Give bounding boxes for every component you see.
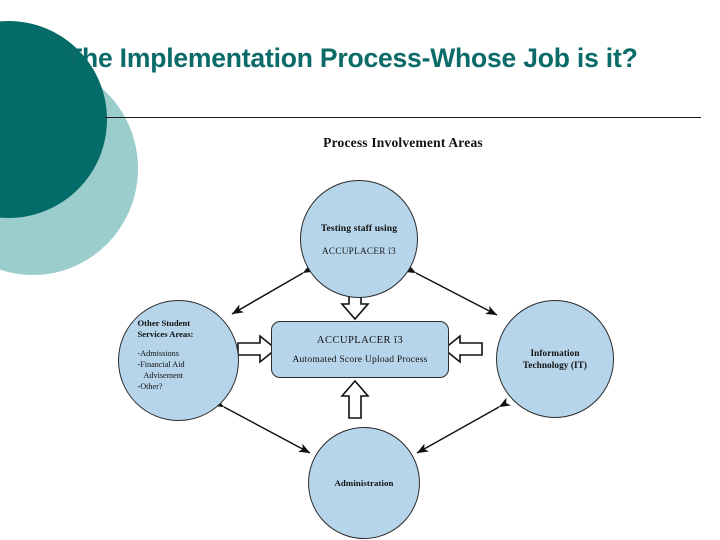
node-it-line1: Information <box>530 347 580 358</box>
node-student-services-bullets: -Admissions -Financial Aid Advisement -O… <box>138 349 224 393</box>
node-administration-label: Administration <box>334 478 394 488</box>
node-testing-line2: ACCUPLACER î3 <box>321 245 397 256</box>
node-accuplacer-upload-process[interactable]: ACCUPLACER î3 Automated Score Upload Pro… <box>271 321 449 378</box>
node-testing-staff[interactable]: Testing staff using ACCUPLACER î3 <box>300 180 418 298</box>
page-title: The Implementation Process-Whose Job is … <box>66 43 638 73</box>
node-administration[interactable]: Administration <box>308 427 420 539</box>
node-other-student-services[interactable]: Other Student Services Areas: -Admission… <box>118 300 239 421</box>
connector-testing-it <box>404 263 498 316</box>
process-diagram: Process Involvement Areas <box>105 124 701 539</box>
connector-testing-student-services <box>231 263 315 315</box>
node-information-technology[interactable]: Information Technology (IT) <box>496 300 614 418</box>
bullet-other: -Other? <box>137 381 163 391</box>
bullet-admissions: -Admissions <box>137 349 179 358</box>
diagram-title: Process Involvement Areas <box>323 135 483 150</box>
block-arrow-bottom <box>340 379 370 419</box>
connector-student-services-admin <box>212 397 311 454</box>
node-it-line2: Technology (IT) <box>522 360 588 370</box>
bullet-advisement: Advisement <box>143 370 184 380</box>
node-center-line2: Automated Score Upload Process <box>292 353 428 365</box>
connector-it-admin <box>416 397 511 454</box>
node-student-services-heading: Other Student Services Areas: <box>138 318 224 340</box>
node-student-services-heading-line1: Other Student <box>137 318 191 328</box>
title-divider <box>105 117 701 118</box>
node-center-line1: ACCUPLACER î3 <box>316 334 404 346</box>
node-testing-line1: Testing staff using <box>320 222 398 234</box>
block-arrow-right <box>442 334 483 364</box>
node-student-services-heading-line2: Services Areas: <box>137 329 194 339</box>
bullet-financial-aid: -Financial Aid <box>137 359 185 369</box>
